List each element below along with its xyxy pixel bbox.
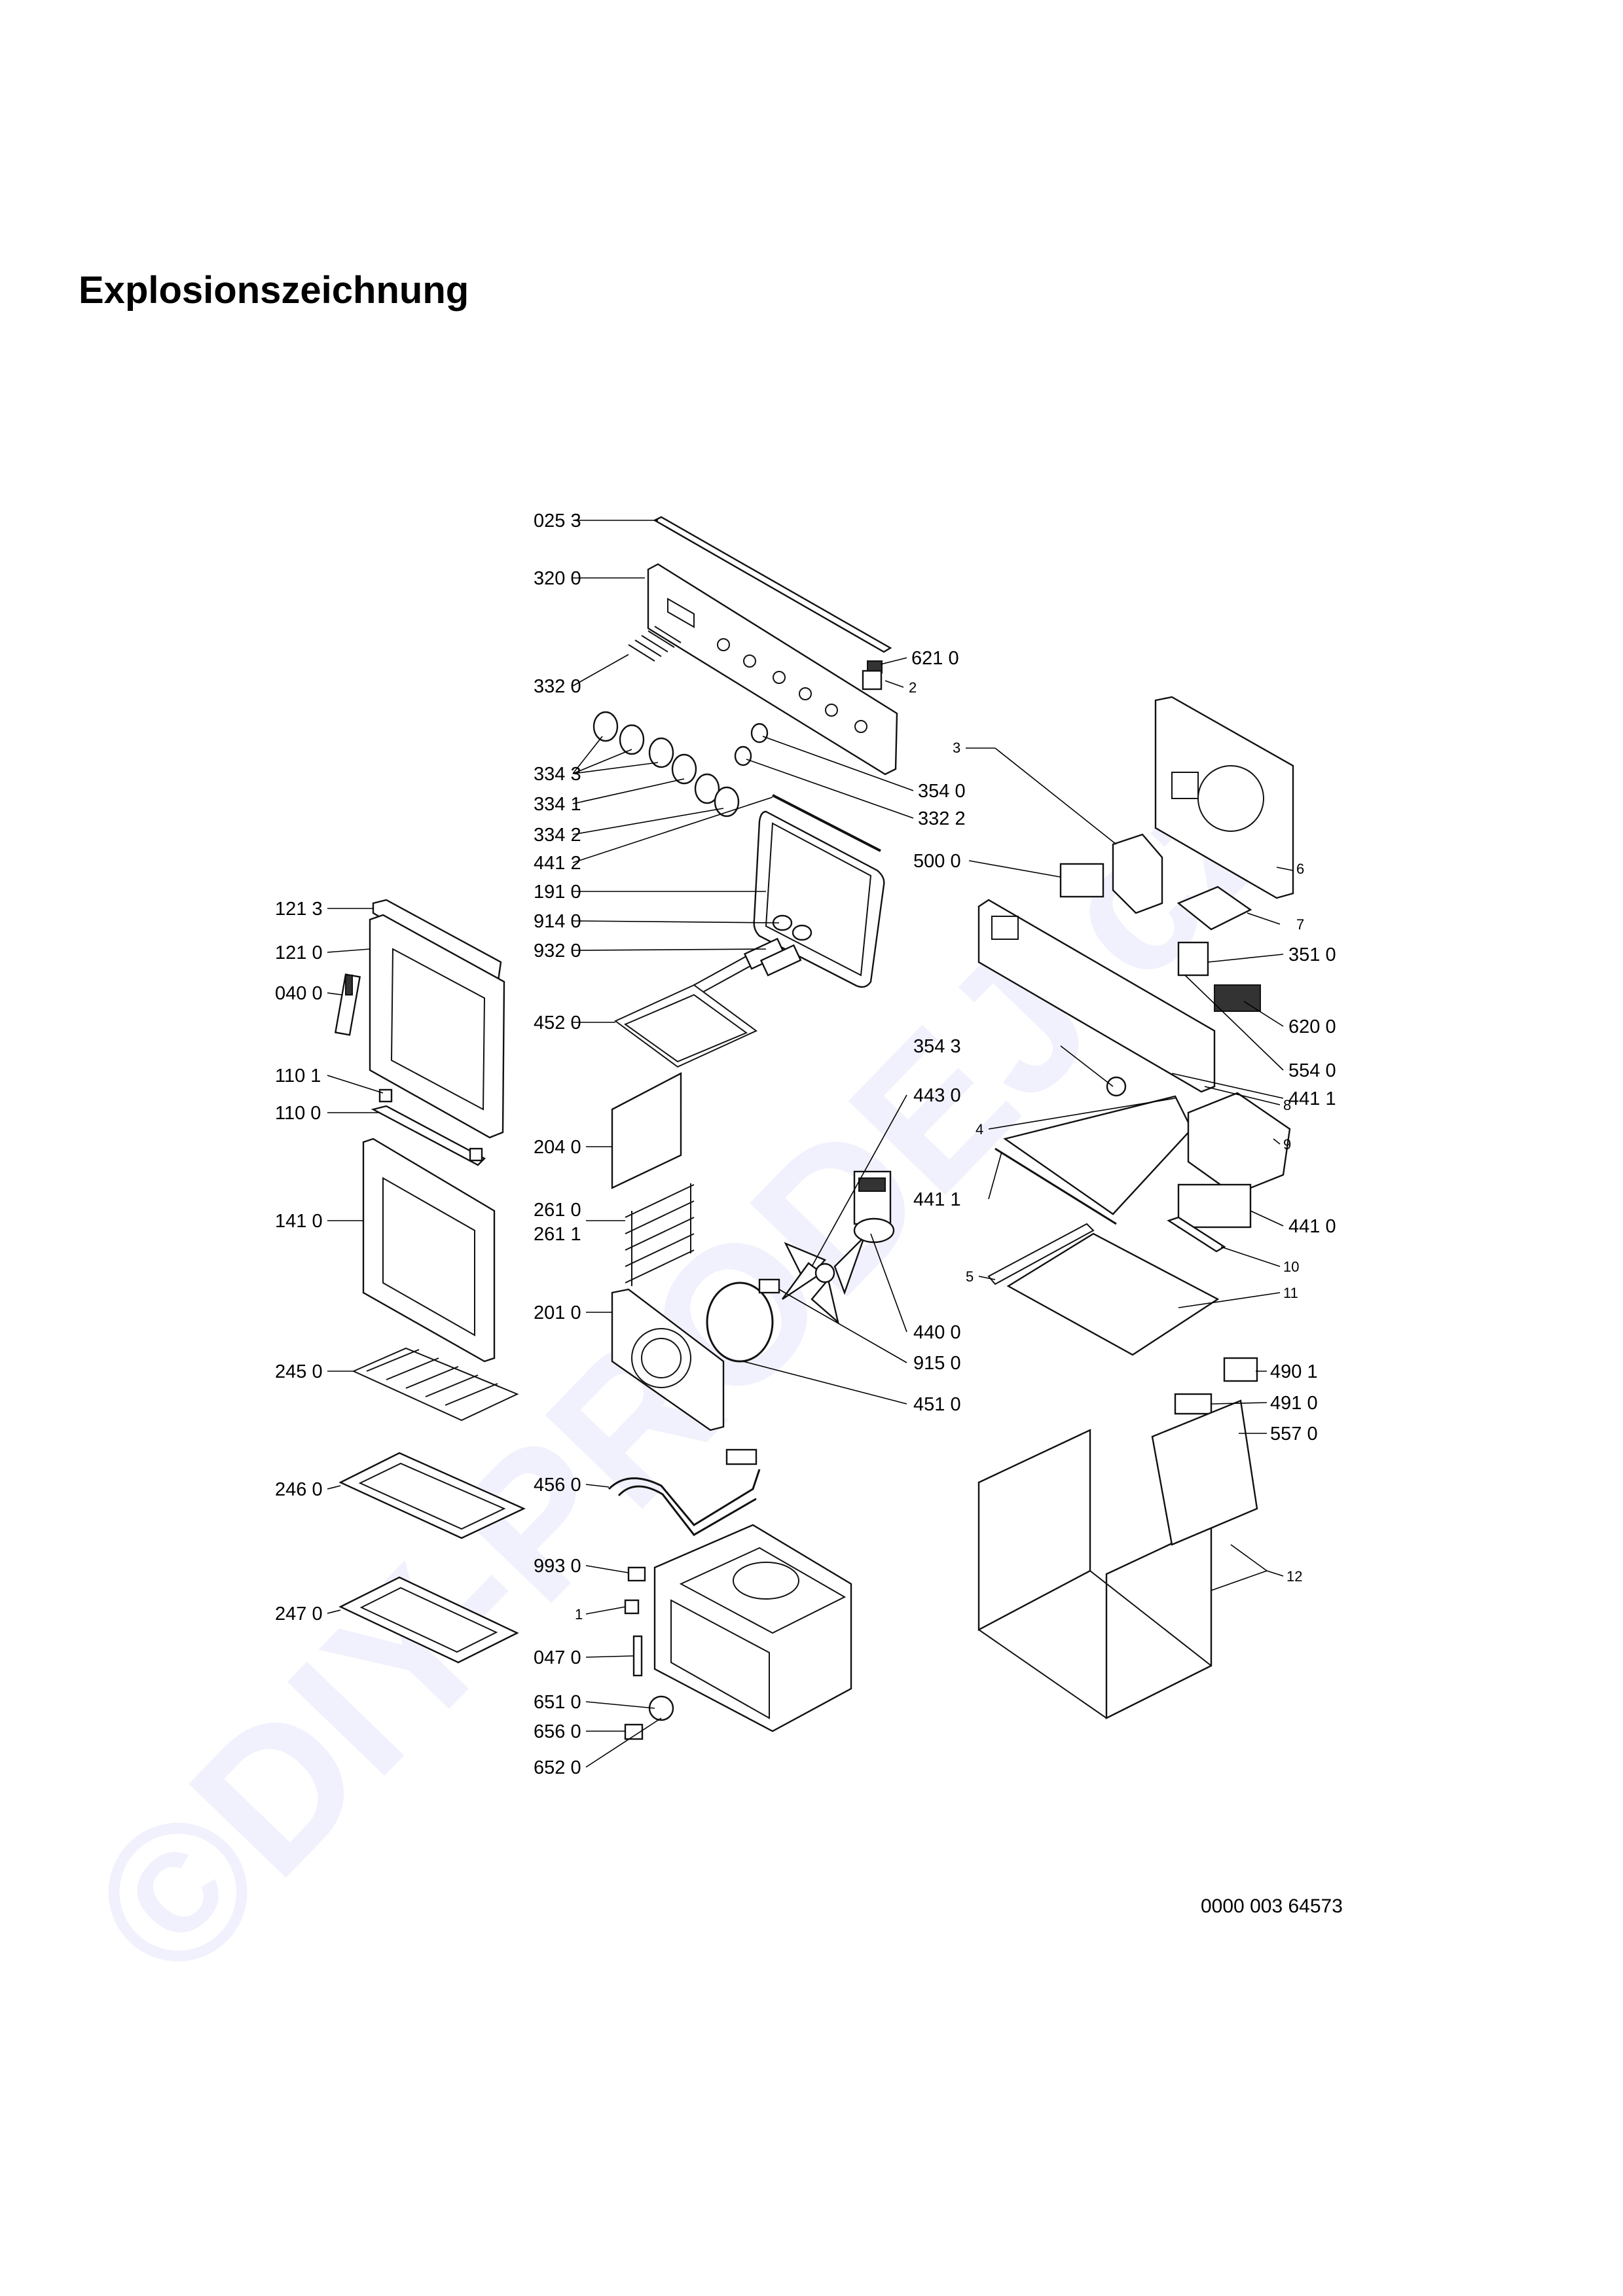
- part-fan-motor: [853, 1170, 895, 1244]
- part-label: 452 0: [534, 1013, 581, 1033]
- part-door-glass: [362, 1138, 496, 1363]
- part-label: 334 3: [534, 764, 581, 785]
- part-label: 500 0: [913, 851, 961, 872]
- part-label: 320 0: [534, 568, 581, 589]
- page-title: Explosionszeichnung: [79, 269, 469, 312]
- part-ring-heater: [706, 1278, 780, 1363]
- part-label: 441 1: [1288, 1088, 1336, 1109]
- part-rear-housing: [1154, 696, 1294, 899]
- part-label: 932 0: [534, 941, 581, 961]
- part-label: 047 0: [534, 1647, 581, 1668]
- part-rear-panel: [611, 1072, 682, 1189]
- part-label: 261 1: [534, 1224, 581, 1245]
- part-label: 354 3: [913, 1036, 961, 1057]
- part-enamel-tray: [338, 1576, 519, 1664]
- part-label: 141 0: [275, 1211, 323, 1232]
- part-knob-springs: [628, 626, 682, 662]
- part-knobs: [593, 711, 740, 817]
- part-label: 652 0: [534, 1757, 581, 1778]
- part-label: 441 2: [534, 853, 581, 874]
- part-trim-strip: [653, 516, 892, 653]
- part-label: 441 1: [913, 1189, 961, 1210]
- part-label: 204 0: [534, 1137, 581, 1158]
- part-label: 191 0: [534, 882, 581, 903]
- part-label: 651 0: [534, 1692, 581, 1713]
- part-number-labels: 025 3 320 0 621 0 2 332 0 334 3 354 0 33…: [275, 511, 1336, 1778]
- part-label: 451 0: [913, 1394, 961, 1415]
- part-door-handle: [371, 1088, 486, 1166]
- part-label: 914 0: [534, 911, 581, 932]
- part-label: 121 0: [275, 942, 323, 963]
- part-switch-621: [862, 660, 883, 691]
- part-label: 10: [1283, 1259, 1299, 1275]
- part-label: 025 3: [534, 511, 581, 531]
- part-fan-duct: [1167, 1092, 1291, 1253]
- part-label: 620 0: [1288, 1016, 1336, 1037]
- part-label: 993 0: [534, 1556, 581, 1577]
- part-hinge: [334, 973, 361, 1036]
- part-label: 621 0: [911, 648, 959, 669]
- part-fan-cover: [611, 1288, 725, 1431]
- part-door-seal: [753, 794, 885, 988]
- part-label: 6: [1296, 861, 1304, 877]
- part-label: 261 0: [534, 1200, 581, 1221]
- part-label: 5: [966, 1268, 974, 1285]
- part-buttons: [734, 723, 769, 766]
- part-label: 554 0: [1288, 1060, 1336, 1081]
- part-control-frame: [977, 899, 1216, 1093]
- part-label: 12: [1286, 1568, 1302, 1585]
- part-housing: [977, 1399, 1258, 1719]
- part-cooling-bracket: [1176, 886, 1252, 931]
- part-lamp-assembly: [624, 1566, 674, 1740]
- document-number: 0000 003 64573: [1201, 1895, 1343, 1917]
- part-label: 9: [1283, 1136, 1291, 1153]
- part-label: 490 1: [1270, 1361, 1318, 1382]
- part-label: 7: [1296, 916, 1304, 933]
- part-label: 11: [1283, 1285, 1298, 1301]
- part-label: 3: [953, 740, 960, 756]
- part-door-frame: [369, 899, 505, 1139]
- part-label: 334 2: [534, 825, 581, 846]
- part-label: 491 0: [1270, 1393, 1318, 1414]
- part-label: 354 0: [918, 781, 966, 802]
- part-label: 351 0: [1288, 944, 1336, 965]
- part-wire-shelf: [352, 1347, 519, 1422]
- part-grill-heater: [614, 914, 812, 1068]
- part-label: 040 0: [275, 983, 323, 1004]
- part-label: 1: [575, 1606, 583, 1623]
- part-label: 456 0: [534, 1475, 581, 1496]
- part-baking-tray: [338, 1452, 526, 1539]
- part-label: 334 1: [534, 794, 581, 815]
- part-label: 443 0: [913, 1085, 961, 1106]
- part-label: 656 0: [534, 1721, 581, 1742]
- part-label: 110 0: [275, 1103, 321, 1124]
- part-label: 2: [909, 679, 917, 696]
- part-label: 110 1: [275, 1066, 321, 1086]
- part-oven-cavity: [653, 1524, 852, 1732]
- part-fan-blade: [782, 1236, 866, 1325]
- leader-lines: [327, 520, 1294, 1768]
- part-top-plate: [994, 1095, 1193, 1225]
- part-label: 915 0: [913, 1353, 961, 1374]
- part-label: 557 0: [1270, 1424, 1318, 1444]
- part-label: 201 0: [534, 1302, 581, 1323]
- part-label: 4: [976, 1121, 983, 1138]
- part-label: 246 0: [275, 1479, 323, 1500]
- part-timer-housing: [1059, 833, 1163, 914]
- part-label: 121 3: [275, 899, 323, 920]
- part-bottom-heater: [608, 1448, 761, 1536]
- part-label: 245 0: [275, 1361, 323, 1382]
- parts: [334, 516, 1294, 1740]
- part-label: 332 0: [534, 676, 581, 697]
- part-bottom-plate: [987, 1223, 1220, 1356]
- part-label: 441 0: [1288, 1216, 1336, 1237]
- part-control-panel: [647, 563, 898, 776]
- part-label: 440 0: [913, 1322, 961, 1343]
- part-label: 8: [1283, 1097, 1291, 1113]
- part-label: 247 0: [275, 1604, 323, 1624]
- part-selector-switch: [1106, 941, 1261, 1097]
- part-label: 332 2: [918, 808, 966, 829]
- part-side-racks: [625, 1183, 695, 1286]
